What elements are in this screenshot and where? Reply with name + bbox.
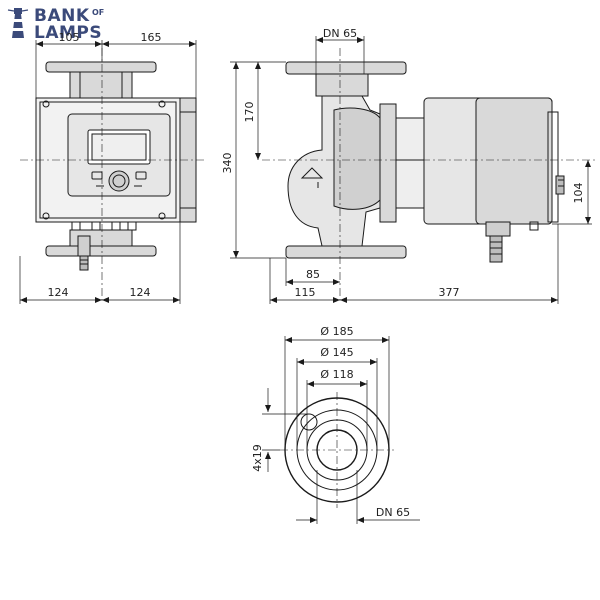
dimension-labels: 105 165 124 124 DN 65 340 170 85 115 377…	[48, 27, 586, 519]
dimension-lines	[19, 36, 592, 524]
dim-front-124-right: 124	[130, 286, 151, 299]
dim-side-115: 115	[295, 286, 316, 299]
side-view-centerlines	[262, 48, 596, 300]
dim-side-104: 104	[572, 183, 585, 204]
bank-of-lamps-logo: BANK OF LAMPS	[6, 4, 116, 43]
dim-flange-d118: Ø 118	[320, 368, 353, 381]
dim-side-170: 170	[243, 102, 256, 123]
dim-front-165: 165	[141, 31, 162, 44]
logo-text-bank: BANK	[34, 6, 90, 26]
logo-text-lamps: LAMPS	[34, 23, 103, 43]
dim-front-105: 105	[59, 31, 80, 44]
logo-text-of: OF	[92, 8, 105, 17]
dim-flange-d145: Ø 145	[320, 346, 353, 359]
dim-side-85: 85	[306, 268, 320, 281]
dim-flange-dn65: DN 65	[376, 506, 410, 519]
flange-view-centerlines	[280, 392, 394, 508]
dim-side-340: 340	[221, 153, 234, 174]
dim-side-dn65: DN 65	[323, 27, 357, 40]
dim-side-377: 377	[439, 286, 460, 299]
dim-flange-d185: Ø 185	[320, 325, 353, 338]
side-view	[285, 61, 565, 263]
lighthouse-icon	[7, 8, 29, 38]
front-view	[35, 61, 197, 271]
front-view-centerlines	[20, 48, 206, 300]
dim-front-124-left: 124	[48, 286, 69, 299]
dim-flange-4x19: 4x19	[251, 444, 264, 472]
